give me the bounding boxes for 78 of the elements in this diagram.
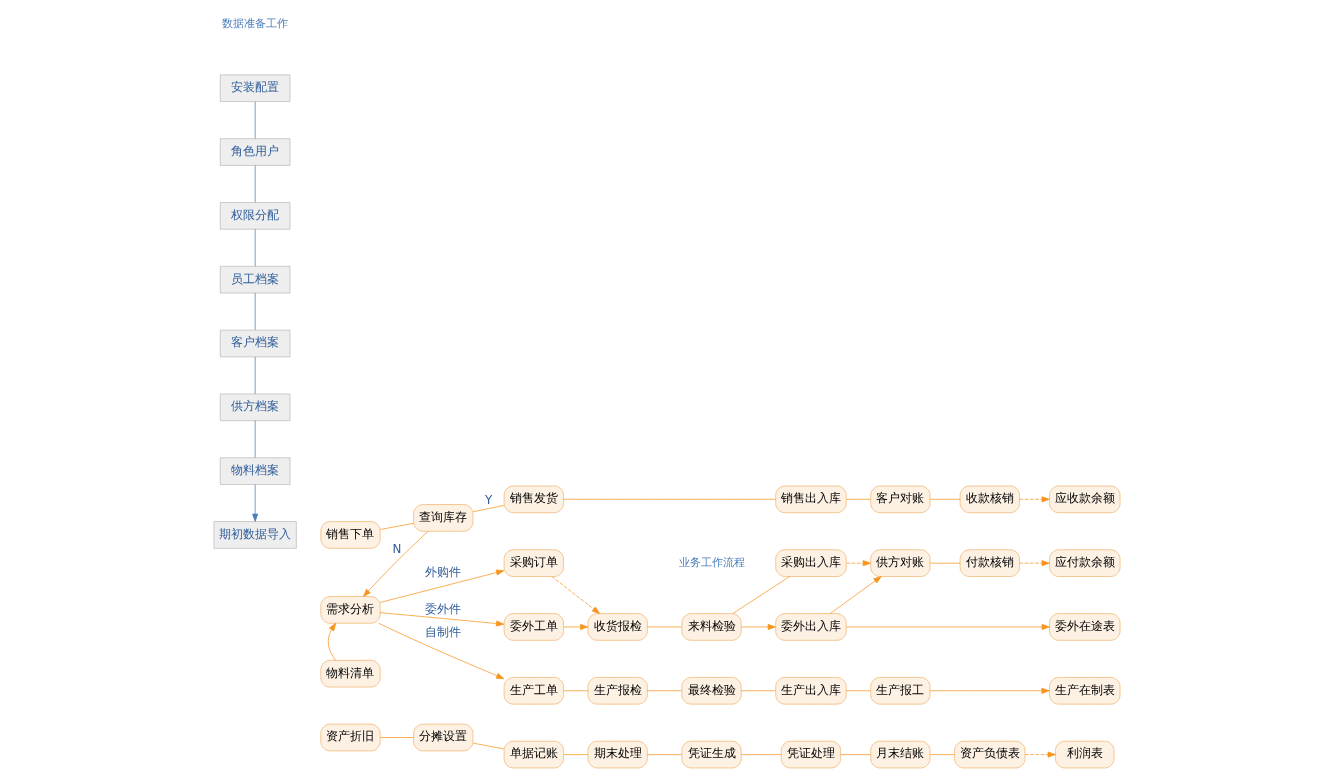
node-box: 查询库存 xyxy=(413,504,474,532)
arrow xyxy=(741,624,776,630)
edge-label: 自制件 xyxy=(425,624,462,639)
node-box: 供方对账 xyxy=(870,549,931,577)
node-box: 生产在制表 xyxy=(1049,677,1121,705)
edge-label: 委外件 xyxy=(425,601,462,616)
connector xyxy=(472,505,505,513)
node-box: 销售出入库 xyxy=(775,485,847,514)
arrow xyxy=(1019,496,1050,503)
connector xyxy=(563,754,589,755)
arrow xyxy=(1019,560,1050,567)
node-box: 销售下单 xyxy=(320,521,381,549)
arrow xyxy=(379,612,505,627)
arrow xyxy=(563,624,589,630)
connector xyxy=(380,522,414,530)
arrow xyxy=(379,569,505,603)
node-box: 期末处理 xyxy=(587,740,648,769)
node-box: 委外工单 xyxy=(503,613,564,641)
node-box: 需求分析 xyxy=(320,596,381,624)
node-box: 物料档案 xyxy=(219,457,291,485)
arrow xyxy=(327,622,337,661)
connector xyxy=(380,737,414,738)
node-box: 收货报检 xyxy=(587,613,648,641)
connector xyxy=(647,754,682,755)
label: 业务工作流程 xyxy=(678,555,745,569)
node-box: 权限分配 xyxy=(219,202,291,230)
edge-label: 外购件 xyxy=(425,564,462,579)
connector xyxy=(254,356,256,395)
connector xyxy=(929,498,961,500)
node-box: 资产折旧 xyxy=(320,723,381,752)
connector xyxy=(254,292,256,331)
node-box: 生产工单 xyxy=(503,677,564,705)
arrow xyxy=(929,687,1050,694)
node-box: 销售发货 xyxy=(503,485,564,514)
node-box: 资产负债表 xyxy=(954,740,1026,769)
node-box: 分摊设置 xyxy=(413,723,474,752)
node-box: 最终检验 xyxy=(681,677,742,705)
node-box: 客户档案 xyxy=(219,329,291,358)
node-box: 生产出入库 xyxy=(775,677,847,705)
node-box: 来料检验 xyxy=(681,613,742,641)
node-box: 供方档案 xyxy=(219,393,291,422)
node-box: 员工档案 xyxy=(219,265,291,294)
node-box: 凭证处理 xyxy=(780,740,841,769)
connector xyxy=(741,754,782,755)
arrow xyxy=(551,576,601,614)
node-box: 期初数据导入 xyxy=(213,521,297,549)
node-box: 安装配置 xyxy=(219,74,291,102)
arrow xyxy=(378,622,505,680)
connector xyxy=(732,576,791,614)
label: 数据准备工作 xyxy=(222,17,289,30)
node-box: 委外在途表 xyxy=(1049,613,1121,641)
node-box: 单据记账 xyxy=(503,740,564,769)
arrow xyxy=(846,624,1050,630)
node-box: 角色用户 xyxy=(219,138,291,166)
edge-label: Y xyxy=(484,493,493,508)
node-box: 委外出入库 xyxy=(775,613,847,641)
node-box: 采购订单 xyxy=(503,549,564,577)
node-box: 生产报检 xyxy=(587,677,648,705)
arrow xyxy=(363,531,429,597)
connector xyxy=(929,754,955,755)
connector xyxy=(840,754,871,755)
node-box: 利润表 xyxy=(1055,740,1115,769)
node-box: 月末结账 xyxy=(870,740,931,769)
arrow xyxy=(252,484,259,522)
node-box: 生产报工 xyxy=(870,677,931,705)
node-box: 客户对账 xyxy=(870,485,931,514)
node-box: 凭证生成 xyxy=(681,740,742,769)
arrow xyxy=(1024,751,1056,758)
node-box: 采购出入库 xyxy=(775,549,847,577)
arrow xyxy=(846,560,871,567)
edge-label: N xyxy=(392,542,402,557)
node-box: 物料清单 xyxy=(320,660,381,688)
arrow xyxy=(829,576,882,614)
node-box: 收款核销 xyxy=(959,485,1020,514)
node-box: 应收款余额 xyxy=(1049,485,1121,514)
connector xyxy=(472,742,505,750)
node-box: 付款核销 xyxy=(959,549,1020,577)
node-box: 应付款余额 xyxy=(1049,549,1121,577)
